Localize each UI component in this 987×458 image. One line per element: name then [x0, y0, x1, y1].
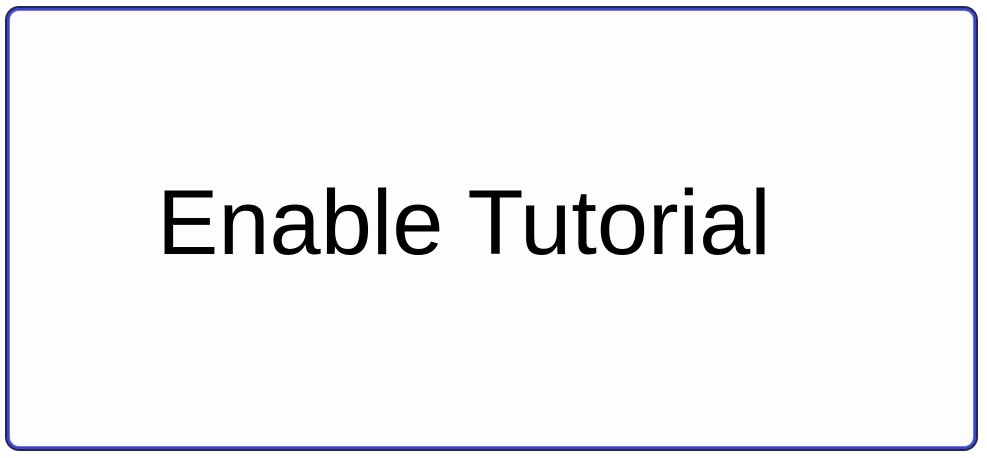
enable-tutorial-label: Enable Tutorial	[157, 172, 771, 274]
enable-tutorial-button[interactable]: Enable Tutorial	[5, 6, 978, 451]
